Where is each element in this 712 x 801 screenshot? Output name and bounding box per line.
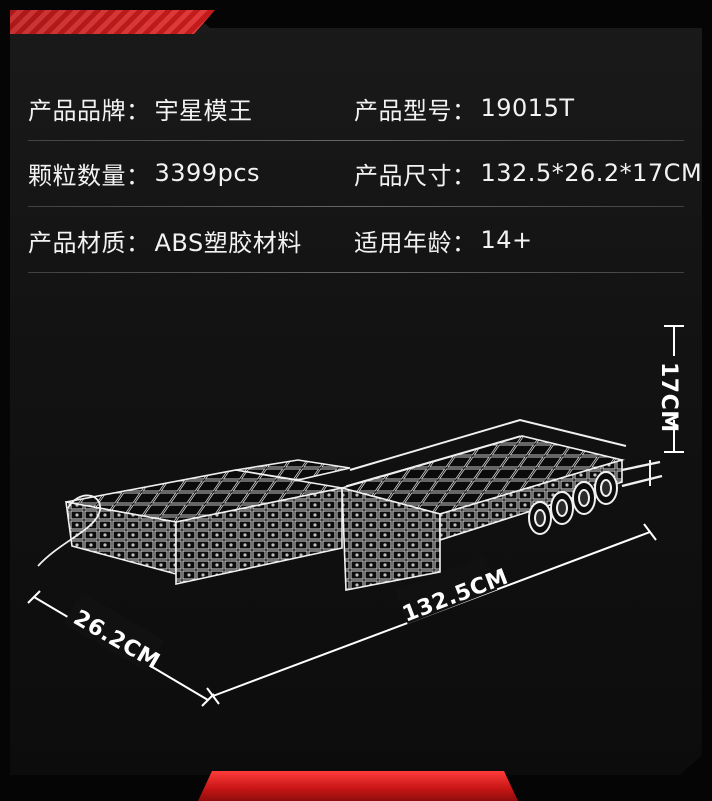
spec-row-material-age: 产品材质： ABS塑胶材料 适用年龄： 14+ [28,208,684,272]
row-divider [28,272,684,273]
spec-size: 产品尺寸： 132.5*26.2*17CM [354,141,702,205]
spec-label: 产品材质： [28,228,151,257]
spec-label: 产品品牌： [28,96,151,125]
spec-label: 适用年龄： [354,228,477,257]
spec-value: 宇星模王 [154,96,253,125]
spec-value: 19015T [480,94,575,122]
spec-value: 14+ [480,226,533,254]
spec-label: 产品型号： [354,96,477,125]
spec-model: 产品型号： 19015T [354,76,575,140]
spec-pieces: 颗粒数量： 3399pcs [28,141,260,205]
spec-material: 产品材质： ABS塑胶材料 [28,208,302,272]
red-accent-bar-bottom [198,771,518,801]
spec-row-pieces-size: 颗粒数量： 3399pcs 产品尺寸： 132.5*26.2*17CM [28,141,702,205]
spec-value: 3399pcs [154,159,261,187]
spec-value: 132.5*26.2*17CM [480,159,703,187]
spec-label: 颗粒数量： [28,161,151,190]
spec-brand: 产品品牌： 宇星模王 [28,76,253,140]
row-divider [28,206,684,207]
row-divider [28,140,684,141]
spec-age: 适用年龄： 14+ [354,208,533,272]
red-accent-stripe-top [10,10,215,34]
spec-label: 产品尺寸： [354,161,477,190]
spec-value: ABS塑胶材料 [154,228,302,257]
spec-row-brand-model: 产品品牌： 宇星模王 产品型号： 19015T [28,76,684,140]
